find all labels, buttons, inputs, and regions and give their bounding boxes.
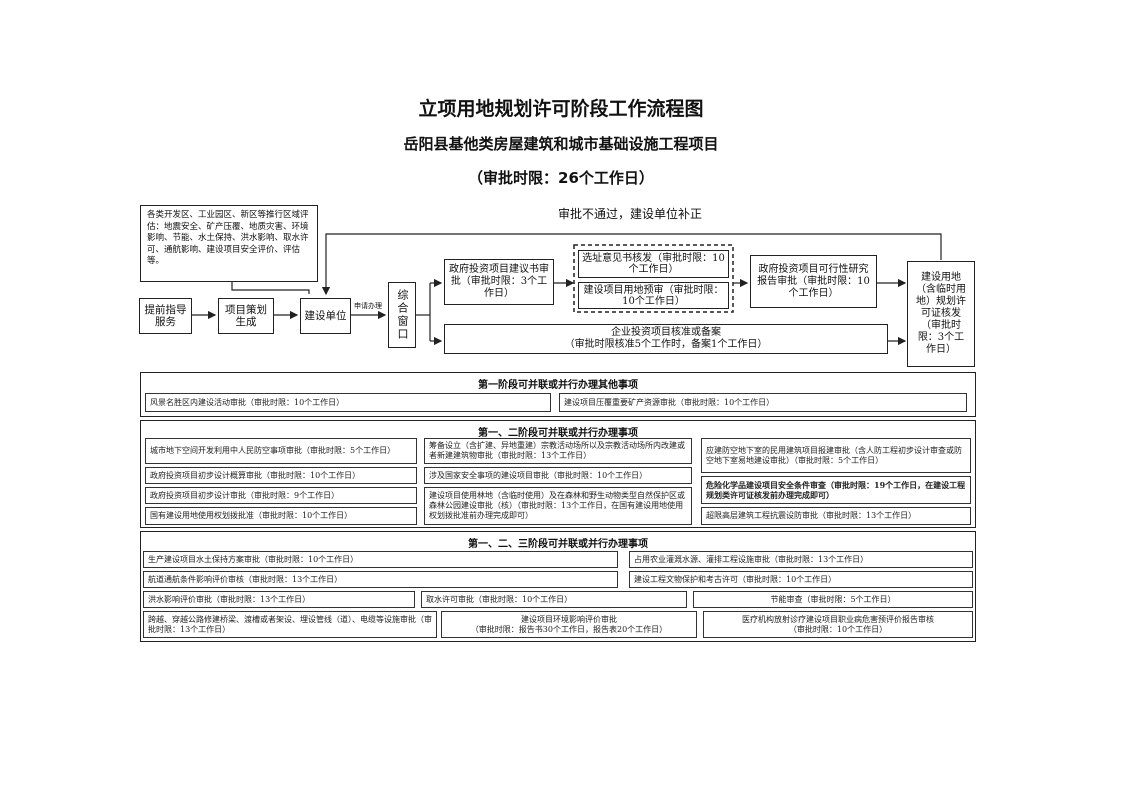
government-proposal-box: 政府投资项目建议书审批（审批时限：3个工作日） xyxy=(444,259,554,305)
list-item: 风景名胜区内建设活动审批（审批时限：10个工作日） xyxy=(145,393,551,412)
enterprise-approval-limit: （审批时限核准5个工作时，备案1个工作日） xyxy=(564,339,768,350)
list-item: 跨越、穿越公路修建桥梁、渡槽或者架设、埋设管线（道）、电缆等设施审批（审批时限：… xyxy=(143,611,437,638)
list-item: 节能审查（审批时限：5个工作日） xyxy=(693,591,973,608)
list-item: 应建防空地下室的民用建筑项目报建审批（含人防工程初步设计审查或防空地下室易地建设… xyxy=(701,438,971,473)
list-item: 洪水影响评价审批（审批时限：13个工作日） xyxy=(143,591,415,608)
eia-approval-label: 建设项目环境影响评价审批 xyxy=(521,614,617,624)
list-item: 占用农业灌溉水源、灌排工程设施审批（审批时限：13个工作日） xyxy=(629,551,973,568)
section-title: 第一、二阶段可并联或并行办理事项 xyxy=(478,428,638,439)
list-item: 危险化学品建设项目安全条件审查（审批时限：19个工作日，在建设工程规划类许可证核… xyxy=(701,476,971,504)
list-item: 医疗机构放射诊疗建设项目职业病危害预评价报告审核 （审批时限：10个工作日） xyxy=(703,611,973,638)
section-title: 第一阶段可并联或并行办理其他事项 xyxy=(478,380,638,391)
approval-limit: （审批时限：26个工作日） xyxy=(468,169,654,187)
feasibility-study-box: 政府投资项目可行性研究报告审批（审批时限：10个工作日） xyxy=(750,255,877,308)
list-item: 国有建设用地使用权划拨批准（审批时限：10个工作日） xyxy=(145,507,417,525)
list-item: 建设项目环境影响评价审批 （审批时限：报告书30个工作日，报告表20个工作日） xyxy=(441,611,697,638)
list-item: 政府投资项目初步设计审批（审批时限：9个工作日） xyxy=(145,487,417,504)
project-planning-box: 项目策划生成 xyxy=(218,298,274,334)
stage-one-two-three-parallel-section: 第一、二、三阶段可并联或并行办理事项 生产建设项目水土保持方案审批（审批时限：1… xyxy=(140,531,976,642)
apply-label: 申请办理 xyxy=(354,302,382,310)
planning-permit-box: 建设用地（含临时用地）规划许可证核发（审批时限：3个工作日） xyxy=(907,261,975,367)
comprehensive-window-box: 综合窗口 xyxy=(388,282,416,348)
list-item: 航道通航条件影响评价审核（审批时限：13个工作日） xyxy=(143,571,618,588)
list-item: 超限高层建筑工程抗震设防审批（审批时限：13个工作日） xyxy=(701,507,971,525)
list-item: 取水许可审批（审批时限：10个工作日） xyxy=(421,591,687,608)
stage-one-parallel-section: 第一阶段可并联或并行办理其他事项 风景名胜区内建设活动审批（审批时限：10个工作… xyxy=(140,372,976,417)
list-item: 建设工程文物保护和考古许可（审批时限：10个工作日） xyxy=(629,571,973,588)
radiation-review-label: 医疗机构放射诊疗建设项目职业病危害预评价报告审核 xyxy=(742,614,934,624)
guidance-service-box: 提前指导服务 xyxy=(139,298,192,334)
list-item: 政府投资项目初步设计概算审批（审批时限：10个工作日） xyxy=(145,467,417,484)
eia-approval-limit: （审批时限：报告书30个工作日，报告表20个工作日） xyxy=(470,624,668,634)
list-item: 城市地下空间开发利用中人民防空事项审批（审批时限：5个工作日） xyxy=(145,438,417,464)
list-item: 建设项目使用林地（含临时使用）及在森林和野生动物类型自然保护区或森林公园建设审批… xyxy=(424,487,692,525)
section-title: 第一、二、三阶段可并联或并行办理事项 xyxy=(468,539,648,550)
project-subtitle: 岳阳县基他类房屋建筑和城市基础设施工程项目 xyxy=(403,135,719,153)
list-item: 涉及国家安全事项的建设项目审批（审批时限：10个工作日） xyxy=(424,467,692,484)
list-item: 生产建设项目水土保持方案审批（审批时限：10个工作日） xyxy=(143,551,618,568)
stage-one-two-parallel-section: 第一、二阶段可并联或并行办理事项 城市地下空间开发利用中人民防空事项审批（审批时… xyxy=(140,420,976,528)
construction-unit-box: 建设单位 xyxy=(300,298,351,334)
feedback-note: 审批不通过，建设单位补正 xyxy=(557,207,702,221)
land-pre-review-box: 建设项目用地预审（审批时限：10个工作日） xyxy=(578,282,729,309)
list-item: 筹备设立（含扩建、异地重建）宗教活动场所以及宗教活动场所内改建或者新建建筑物审批… xyxy=(424,438,692,464)
enterprise-approval-box: 企业投资项目核准或备案 （审批时限核准5个工作时，备案1个工作日） xyxy=(444,324,888,354)
site-opinion-box: 选址意见书核发（审批时限：10个工作日） xyxy=(578,250,729,278)
page-title: 立项用地规划许可阶段工作流程图 xyxy=(418,98,704,120)
regional-assessment-box: 各类开发区、工业园区、新区等推行区域评估：地震安全、矿产压覆、地质灾害、环境影响… xyxy=(140,205,318,282)
enterprise-approval-label: 企业投资项目核准或备案 xyxy=(611,327,721,338)
list-item: 建设项目压覆重要矿产资源审批（审批时限：10个工作日） xyxy=(559,393,967,412)
radiation-review-limit: （审批时限：10个工作日） xyxy=(788,624,888,634)
